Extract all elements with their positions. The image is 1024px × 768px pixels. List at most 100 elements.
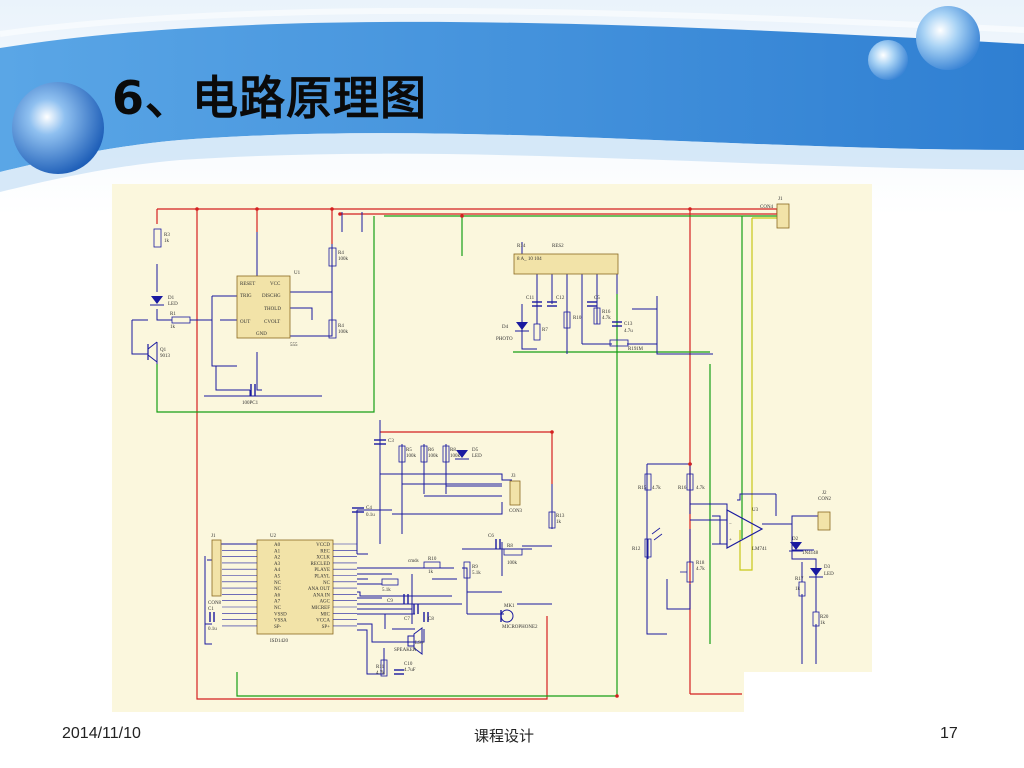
chip-pin-label-left: SP- <box>274 625 282 630</box>
svg-text:R10: R10 <box>428 557 437 562</box>
svg-text:9013: 9013 <box>160 354 171 359</box>
resistor-r16: R16 4.7k <box>678 473 705 491</box>
svg-text:VCC: VCC <box>270 282 281 287</box>
svg-text:R5: R5 <box>406 448 412 453</box>
svg-text:R11: R11 <box>376 665 385 670</box>
resistor-r4-555: R4 100k <box>328 319 349 339</box>
svg-text:4.7k: 4.7k <box>696 567 705 572</box>
resistor-r16-photo: R16 4.7k <box>593 307 611 325</box>
svg-text:C7: C7 <box>404 617 410 622</box>
svg-text:5.1k: 5.1k <box>472 571 481 576</box>
svg-text:1k: 1k <box>170 325 176 330</box>
svg-text:LED: LED <box>472 454 482 459</box>
junction-dots <box>195 207 692 698</box>
opamp-u3: − + U3 LM741 <box>726 508 768 552</box>
svg-text:LED: LED <box>168 302 178 307</box>
svg-text:R14: R14 <box>517 244 526 249</box>
svg-text:OUT: OUT <box>240 320 250 325</box>
svg-text:R12: R12 <box>632 547 641 552</box>
connector-j2-con2: J2 CON2 <box>817 491 832 531</box>
capacitor-c-bottom: 100PC1 <box>242 384 259 406</box>
svg-text:R18: R18 <box>696 561 705 566</box>
svg-text:cmds: cmds <box>408 559 419 564</box>
chip-pin-label-right: PLAYE <box>314 568 330 573</box>
resistor-r11: R11 4.7k <box>376 659 388 677</box>
svg-text:R10: R10 <box>573 316 582 321</box>
resistor-network-r14: R14 RES2 8 A_ 10 104 <box>513 244 619 275</box>
chip-pin-label-right: MIC <box>321 612 331 617</box>
svg-text:R13: R13 <box>556 514 565 519</box>
svg-text:ISD1420: ISD1420 <box>270 639 289 644</box>
resistor-r10-audio: R10 1k cmds <box>408 557 441 575</box>
svg-text:R19: R19 <box>628 347 637 352</box>
footer-center-label: 课程设计 <box>474 727 535 745</box>
svg-text:C3: C3 <box>388 439 394 444</box>
svg-text:R8: R8 <box>507 544 513 549</box>
svg-text:MK1: MK1 <box>504 604 515 609</box>
chip-pin-label-left: A4 <box>274 568 281 573</box>
diode-d2: D2 1N4148 <box>789 537 819 556</box>
svg-text:D2: D2 <box>792 537 799 542</box>
svg-text:R1: R1 <box>170 312 176 317</box>
svg-text:1k: 1k <box>164 239 170 244</box>
resistor-r20: R20 1k <box>812 611 829 627</box>
capacitor-c6: C6 <box>488 534 501 549</box>
svg-text:D3: D3 <box>824 565 831 570</box>
resistor-r13-mid: R13 1k <box>548 511 565 529</box>
svg-text:555: 555 <box>290 343 298 348</box>
resistor-r17: R17 1k <box>795 577 806 597</box>
resistor-r19: R19 1M <box>609 339 644 352</box>
svg-text:Q1: Q1 <box>160 348 167 353</box>
svg-text:C1: C1 <box>208 607 214 612</box>
chip-pin-label-right: AGC <box>319 600 330 605</box>
svg-text:R4: R4 <box>338 251 344 256</box>
svg-text:100k: 100k <box>406 454 417 459</box>
svg-text:RES2: RES2 <box>552 244 564 249</box>
chip-pin-label-right: ANA IN <box>313 593 330 598</box>
svg-text:0.1u: 0.1u <box>366 513 375 518</box>
svg-text:100PC1: 100PC1 <box>242 401 259 406</box>
svg-text:R6: R6 <box>428 448 434 453</box>
svg-text:C11: C11 <box>526 296 535 301</box>
svg-text:R16: R16 <box>602 310 611 315</box>
svg-text:J1: J1 <box>211 534 216 539</box>
svg-text:4.7k: 4.7k <box>376 671 385 676</box>
svg-text:MICROPHONE2: MICROPHONE2 <box>502 625 538 630</box>
chip-pin-label-right: VCCA <box>316 619 330 624</box>
svg-text:R17: R17 <box>795 577 804 582</box>
svg-text:R16: R16 <box>678 486 687 491</box>
svg-text:R3: R3 <box>164 233 170 238</box>
svg-text:100k: 100k <box>507 561 518 566</box>
svg-text:LM741: LM741 <box>752 547 768 552</box>
slide-title: 6、电路原理图 <box>112 71 428 125</box>
svg-text:CVOLT: CVOLT <box>264 320 280 325</box>
resistor-r5: R5 100k <box>398 445 417 463</box>
svg-text:C5: C5 <box>594 296 600 301</box>
svg-text:CON4: CON4 <box>760 205 774 210</box>
capacitor-c7: C7 <box>404 604 419 622</box>
svg-text:D5: D5 <box>472 448 479 453</box>
svg-text:D4: D4 <box>502 325 509 330</box>
capacitor-c11: C11 <box>526 296 542 307</box>
svg-text:100k: 100k <box>338 257 349 262</box>
capacitor-c5: C5 <box>587 296 600 307</box>
svg-text:C10: C10 <box>404 662 413 667</box>
photo-diode-d4: D4 PHOTO <box>496 322 529 342</box>
chip-pin-label-right: NC <box>323 581 331 586</box>
capacitor-c3-row: C3 <box>374 439 394 445</box>
svg-text:J3: J3 <box>511 474 516 479</box>
chip-pin-label-right: RECLED <box>311 562 331 567</box>
svg-text:R7: R7 <box>542 328 548 333</box>
connector-j1-con8: J1 CON8 <box>208 534 222 606</box>
svg-text:−: − <box>729 522 732 527</box>
resistor-r9-audio: R9 5.1k <box>463 561 481 579</box>
svg-text:CON3: CON3 <box>509 509 523 514</box>
svg-text:U1: U1 <box>294 271 301 276</box>
chip-pin-label-right: VCCD <box>316 543 330 548</box>
svg-text:PHOTO: PHOTO <box>496 337 513 342</box>
chip-pin-label-left: NC <box>274 581 282 586</box>
capacitor-c9: C9 <box>387 594 409 604</box>
microphone-mk1: MK1 MICROPHONE2 <box>500 604 538 630</box>
svg-text:1k: 1k <box>428 570 434 575</box>
chip-pin-label-left: NC <box>274 606 282 611</box>
